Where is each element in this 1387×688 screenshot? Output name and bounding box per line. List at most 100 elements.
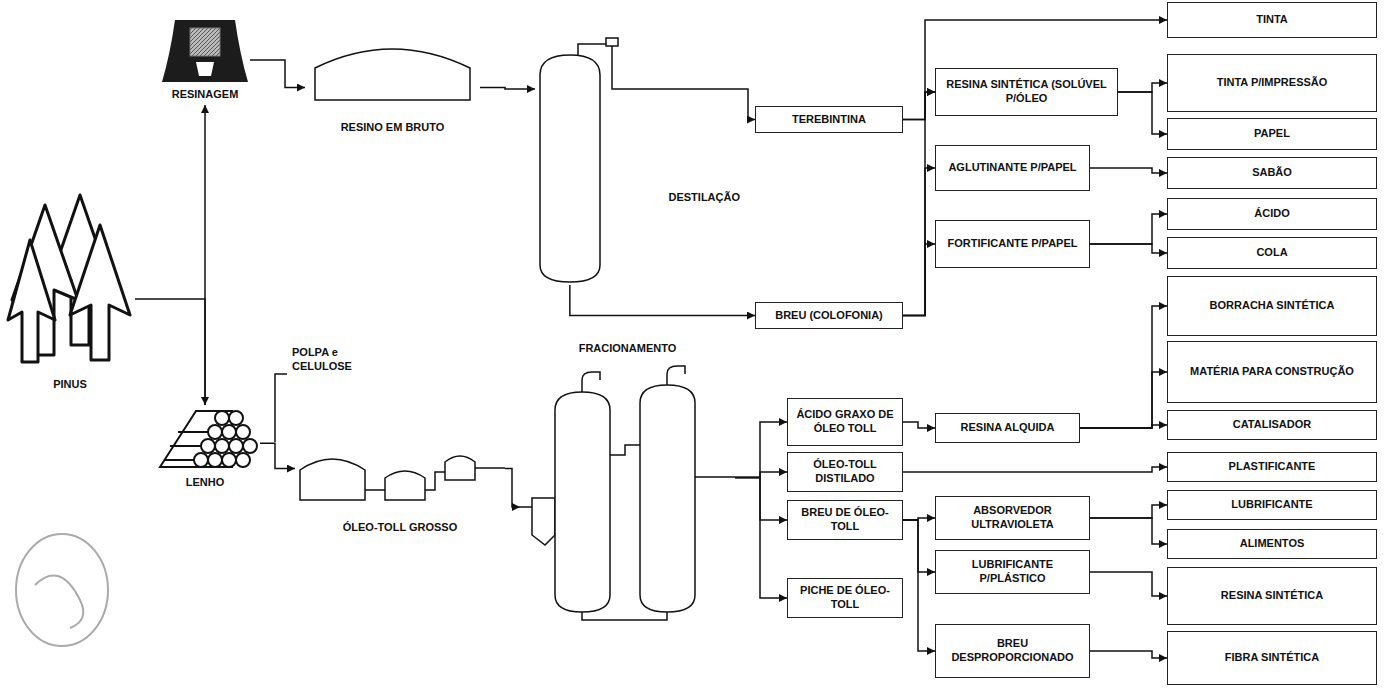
node-text: PINUS: [53, 378, 87, 392]
pencil-mark: [16, 534, 108, 646]
process-box: BORRACHA SINTÉTICA: [1167, 276, 1377, 336]
node-text: LUBRIFICANTE P/PLÁSTICO: [942, 558, 1083, 586]
connector-line: [135, 299, 205, 405]
process-box: ÁCIDO GRAXO DE ÓLEO TOLL: [787, 398, 903, 446]
process-box: TINTA: [1167, 2, 1377, 38]
node-text: FORTIFICANTE P/PAPEL: [948, 237, 1078, 251]
flow-arrow: [740, 89, 755, 120]
flow-arrow: [903, 20, 1167, 120]
node-text: DESTILAÇÃO: [669, 191, 741, 205]
node-text: ÓLEO-TOLL GROSSO: [343, 521, 458, 535]
flow-arrow: [903, 520, 935, 651]
flow-arrow: [1080, 372, 1167, 428]
node-text: TINTA: [1256, 13, 1288, 27]
flow-arrow: [1090, 244, 1167, 253]
node-text: BREU DE ÓLEO-TOLL: [794, 506, 896, 534]
process-box: COLA: [1167, 237, 1377, 269]
flow-arrow: [505, 469, 520, 508]
process-box: FORTIFICANTE P/PAPEL: [935, 220, 1090, 268]
process-box: ABSORVEDOR ULTRAVIOLETA: [935, 496, 1090, 540]
node-text: COLA: [1256, 246, 1287, 260]
process-box: TINTA P/IMPRESSÃO: [1167, 54, 1377, 112]
process-box: RESINA ALQUIDA: [935, 413, 1080, 443]
flow-arrow: [903, 244, 935, 316]
flow-arrow: [1118, 83, 1167, 92]
process-box: FIBRA SINTÉTICA: [1167, 631, 1377, 685]
node-text: RESINA ALQUIDA: [961, 421, 1055, 435]
flow-arrow: [1118, 92, 1167, 134]
node-text: RESINAGEM: [172, 88, 239, 102]
flow-arrow: [735, 422, 787, 478]
flow-arrow: [903, 520, 935, 572]
process-box: ÁCIDO: [1167, 198, 1377, 230]
node-text: TEREBINTINA: [792, 113, 866, 127]
flow-arrow: [735, 478, 787, 521]
process-box: PAPEL: [1167, 118, 1377, 150]
process-box: BREU (COLOFONIA): [755, 302, 903, 329]
process-box: ALIMENTOS: [1167, 529, 1377, 559]
process-box: RESINA SINTÉTICA (SOLÚVEL P/ÓLEO: [935, 68, 1118, 116]
flow-arrow: [903, 92, 935, 316]
node-text: ÁCIDO GRAXO DE ÓLEO TOLL: [794, 408, 896, 436]
process-box: RESINA SINTÉTICA: [1167, 567, 1377, 625]
still-tank: [540, 38, 740, 282]
process-box: BREU DESPROPORCIONADO: [935, 624, 1090, 678]
node-text: RESINA SINTÉTICA (SOLÚVEL P/ÓLEO: [942, 78, 1111, 106]
process-box: LUBRIFICANTE: [1167, 490, 1377, 520]
node-text: ÓLEO-TOLL DISTILADO: [794, 458, 896, 486]
flow-arrow: [903, 168, 935, 316]
illustrated-stage: DESTILAÇÃO: [535, 40, 740, 285]
node-text: ABSORVEDOR ULTRAVIOLETA: [942, 504, 1083, 532]
node-text: LENHO: [186, 476, 225, 490]
flow-arrow: [735, 478, 787, 599]
node-text: FRACIONAMENTO: [579, 342, 677, 356]
illustrated-stage: FRACIONAMENTO: [520, 330, 735, 625]
illustrated-stage: RESINAGEM: [160, 15, 250, 105]
flow-arrow: [903, 467, 1167, 472]
flow-arrow: [204, 105, 206, 405]
flow-arrow: [1090, 651, 1167, 658]
flow-arrow: [1090, 168, 1167, 173]
tapping-icon: [162, 20, 248, 82]
node-text: AGLUTINANTE P/PAPEL: [948, 161, 1076, 175]
flow-arrow: [570, 285, 755, 316]
node-text: LUBRIFICANTE: [1231, 498, 1312, 512]
illustrated-stage: PINUS: [5, 190, 135, 392]
crude-oil-tanks: [300, 456, 505, 500]
process-box: SABÃO: [1167, 157, 1377, 189]
illustrated-stage: RESINO EM BRUTO: [305, 40, 480, 135]
node-text: RESINO EM BRUTO: [341, 121, 445, 135]
process-box: BREU DE ÓLEO-TOLL: [787, 500, 903, 540]
flow-arrow: [1090, 505, 1167, 518]
node-text: ÁCIDO: [1254, 207, 1289, 221]
process-box: MATÉRIA PARA CONSTRUÇÃO: [1167, 341, 1377, 403]
flow-arrow: [1080, 425, 1167, 428]
flow-arrow: [1080, 306, 1167, 428]
node-text: FIBRA SINTÉTICA: [1225, 651, 1319, 665]
node-text: SABÃO: [1252, 166, 1292, 180]
illustrated-stage: ÓLEO-TOLL GROSSO: [295, 440, 505, 535]
node-text: CATALISADOR: [1233, 418, 1311, 432]
process-box: TEREBINTINA: [755, 106, 903, 133]
flow-arrow: [1090, 572, 1167, 596]
flow-arrow: [1090, 214, 1167, 244]
flow-arrow: [735, 472, 787, 478]
process-box: ÓLEO-TOLL DISTILADO: [787, 452, 903, 492]
flow-arrow: [903, 422, 935, 428]
node-text: ALIMENTOS: [1240, 537, 1305, 551]
pine-trees: [8, 195, 130, 362]
node-text: BREU (COLOFONIA): [775, 309, 883, 323]
process-box: LUBRIFICANTE P/PLÁSTICO: [935, 550, 1090, 594]
illustrated-stage: LENHO: [150, 405, 260, 490]
process-box: CATALISADOR: [1167, 410, 1377, 440]
node-text: MATÉRIA PARA CONSTRUÇÃO: [1190, 365, 1354, 379]
node-text: PICHE DE ÓLEO-TOLL: [794, 584, 896, 612]
flow-arrow: [260, 443, 295, 468]
process-box: AGLUTINANTE P/PAPEL: [935, 145, 1090, 191]
flow-arrow: [480, 88, 535, 90]
flow-arrow: [250, 60, 305, 88]
node-text: BREU DESPROPORCIONADO: [942, 637, 1083, 665]
node-text: PLASTIFICANTE: [1229, 460, 1316, 474]
node-text: RESINA SINTÉTICA: [1221, 589, 1323, 603]
node-text: PAPEL: [1254, 127, 1290, 141]
